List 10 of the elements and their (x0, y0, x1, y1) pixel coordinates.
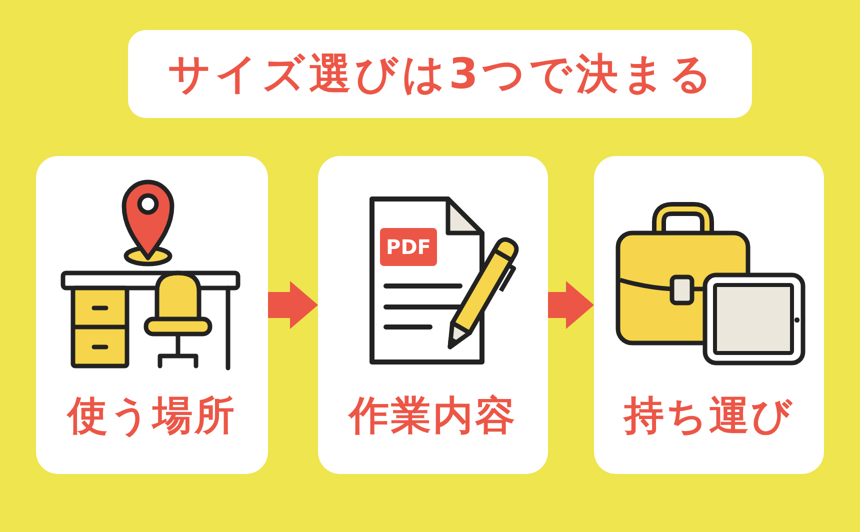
step-label: 持ち運び (624, 392, 794, 440)
arrow (268, 281, 318, 329)
arrow (548, 281, 594, 329)
title-banner: サイズ選びは3つで決まる (128, 30, 752, 118)
step-label: 使う場所 (68, 392, 236, 440)
step-card (594, 156, 824, 474)
step-card (318, 156, 548, 474)
step-card (36, 156, 268, 474)
step-label: 作業内容 (349, 392, 517, 440)
file-type-badge: PDF (380, 228, 437, 266)
